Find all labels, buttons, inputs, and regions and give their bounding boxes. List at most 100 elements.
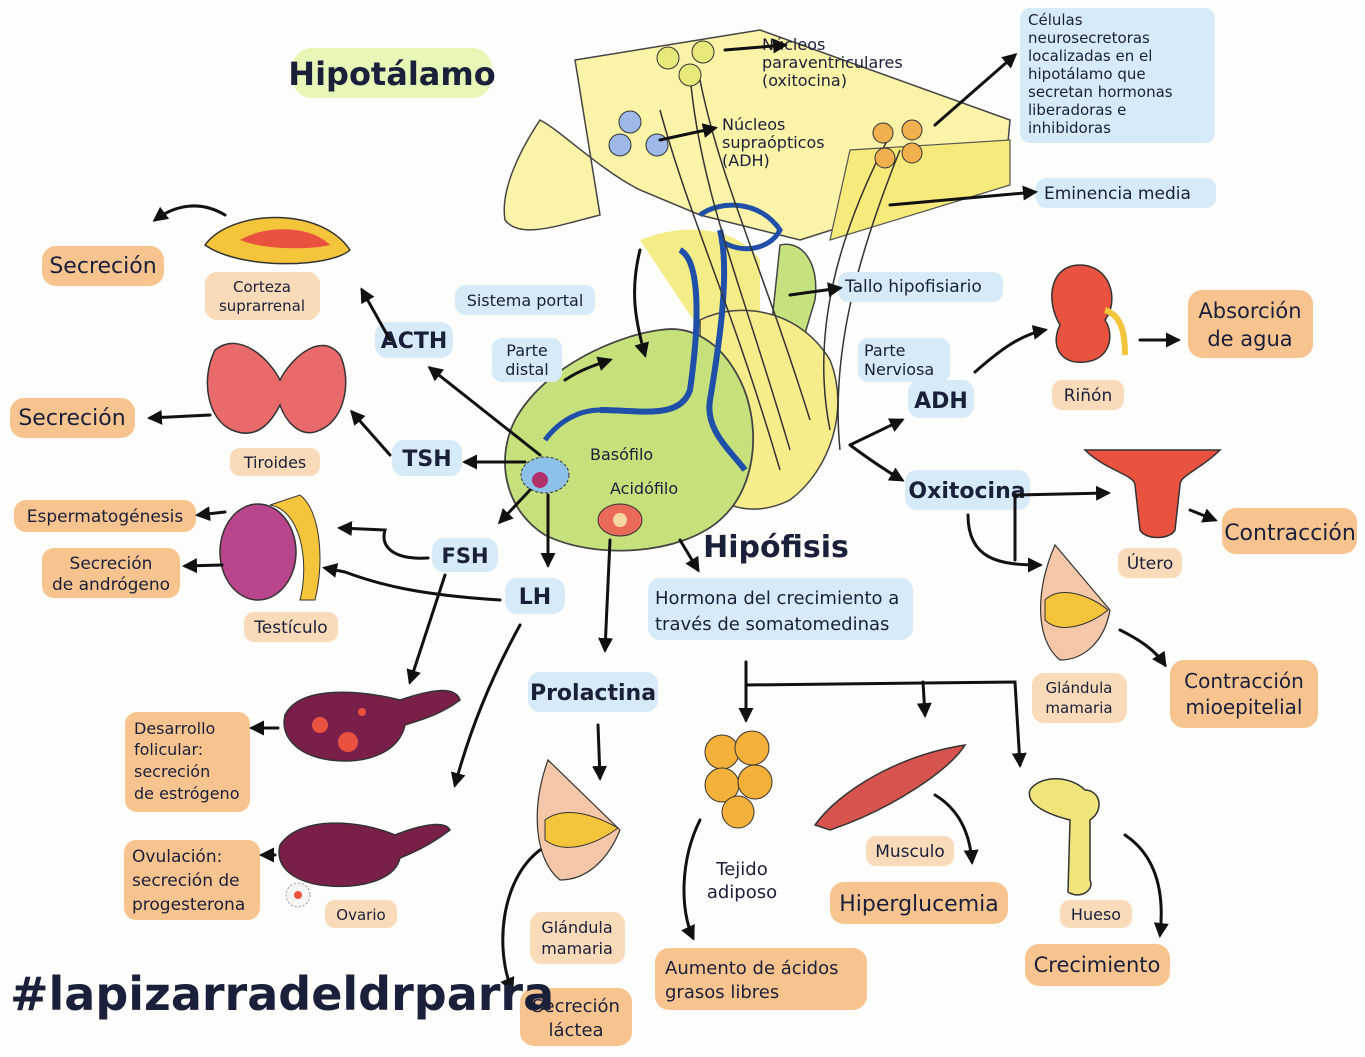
testis-illustration — [220, 495, 320, 600]
acidophil-label: Acidófilo — [610, 479, 678, 498]
hyperglycemia-label: Hiperglucemia — [830, 882, 1008, 924]
muscle-label: Musculo — [866, 836, 954, 866]
svg-text:Riñón: Riñón — [1064, 386, 1113, 406]
mammary-bottom-label: Glándula mamaria — [530, 912, 625, 964]
uterus-label: Útero — [1118, 548, 1182, 578]
pars-distalis-label: Parte distal — [492, 338, 562, 382]
water-absorption-label: Absorción de agua — [1188, 290, 1313, 358]
spermatogenesis-label: Espermatogénesis — [14, 500, 196, 532]
svg-text:Crecimiento: Crecimiento — [1034, 953, 1161, 977]
muscle-illustration — [815, 745, 965, 830]
fatty-acids-label: Aumento de ácidos grasos libres — [655, 948, 867, 1010]
prolactin-badge: Prolactina — [528, 672, 658, 712]
svg-text:localizadas en el: localizadas en el — [1028, 47, 1152, 65]
svg-text:inhibidoras: inhibidoras — [1028, 119, 1111, 137]
svg-text:de agua: de agua — [1207, 327, 1292, 351]
portal-label: Sistema portal — [455, 285, 595, 315]
svg-text:Tejido: Tejido — [715, 859, 767, 880]
svg-text:Testículo: Testículo — [253, 618, 327, 638]
svg-text:Prolactina: Prolactina — [530, 681, 656, 706]
svg-text:(ADH): (ADH) — [722, 151, 770, 170]
follicular-label: Desarrollo folicular: secreción de estró… — [125, 712, 250, 812]
svg-text:LH: LH — [519, 585, 551, 610]
svg-text:de andrógeno: de andrógeno — [52, 575, 170, 595]
tsh-badge: TSH — [392, 440, 462, 476]
basophil-cell — [521, 457, 569, 493]
acth-badge: ACTH — [375, 322, 453, 358]
svg-text:Tiroides: Tiroides — [243, 453, 307, 472]
ovary-label: Ovario — [325, 900, 397, 928]
growth-label: Crecimiento — [1025, 944, 1170, 986]
svg-text:Núcleos: Núcleos — [762, 35, 825, 54]
svg-text:grasos libres: grasos libres — [665, 982, 779, 1003]
svg-text:Eminencia media: Eminencia media — [1044, 184, 1191, 204]
svg-text:Sistema portal: Sistema portal — [467, 291, 584, 310]
svg-text:Hormona del crecimiento a: Hormona del crecimiento a — [655, 588, 899, 609]
svg-text:Contracción: Contracción — [1184, 669, 1304, 693]
svg-text:Hipófisis: Hipófisis — [703, 530, 849, 565]
bone-label: Hueso — [1060, 900, 1132, 928]
svg-text:Glándula: Glándula — [541, 918, 612, 937]
svg-text:Útero: Útero — [1127, 552, 1174, 574]
svg-text:Núcleos: Núcleos — [722, 115, 785, 134]
svg-text:Secreción: Secreción — [18, 406, 125, 431]
svg-text:Contracción: Contracción — [1224, 521, 1356, 546]
fsh-badge: FSH — [432, 538, 498, 572]
svg-text:Ovario: Ovario — [336, 906, 385, 924]
mammary-right-illustration — [1041, 545, 1110, 660]
svg-text:TSH: TSH — [402, 447, 451, 472]
pituitary-title: Hipófisis — [703, 530, 849, 565]
ovary-ovulation-illustration — [279, 823, 450, 907]
androgen-label: Secreción de andrógeno — [42, 548, 180, 598]
svg-text:FSH: FSH — [441, 544, 488, 568]
bone-illustration — [1029, 779, 1099, 895]
adh-badge: ADH — [908, 380, 974, 418]
hypothalamus-title: Hipotálamo — [288, 48, 495, 98]
svg-text:Glándula: Glándula — [1046, 679, 1113, 697]
adipose-label: Tejido adiposo — [707, 859, 777, 903]
secretion-thyroid-label: Secreción — [10, 398, 135, 438]
basophil-label: Basófilo — [590, 445, 653, 464]
svg-text:Hipotálamo: Hipotálamo — [288, 55, 495, 93]
svg-text:ACTH: ACTH — [381, 329, 448, 354]
thyroid-label: Tiroides — [230, 448, 320, 476]
svg-text:Ovulación:: Ovulación: — [132, 847, 222, 867]
svg-text:Corteza: Corteza — [233, 278, 291, 296]
adrenal-illustration — [205, 218, 350, 264]
svg-text:través de somatomedinas: través de somatomedinas — [655, 614, 889, 635]
thyroid-illustration — [207, 343, 345, 433]
adipose-illustration — [705, 731, 772, 828]
svg-text:Espermatogénesis: Espermatogénesis — [27, 507, 184, 527]
hashtag-signature: #lapizarradeldrparra — [10, 967, 554, 1021]
svg-text:mamaria: mamaria — [541, 939, 613, 958]
mammary-bottom-illustration — [537, 760, 620, 880]
svg-text:Nerviosa: Nerviosa — [864, 360, 934, 379]
svg-text:de estrógeno: de estrógeno — [134, 784, 239, 803]
median-eminence-label: Eminencia media — [1036, 178, 1216, 208]
svg-text:neurosecretoras: neurosecretoras — [1028, 29, 1150, 47]
svg-text:adiposo: adiposo — [707, 882, 777, 903]
svg-text:#lapizarradeldrparra: #lapizarradeldrparra — [10, 967, 554, 1021]
svg-text:secreción: secreción — [134, 762, 210, 781]
myoepithelial-label: Contracción mioepitelial — [1170, 660, 1318, 728]
svg-text:Secreción: Secreción — [70, 554, 153, 574]
svg-text:secreción de: secreción de — [132, 871, 240, 891]
adrenal-label: Corteza suprarrenal — [205, 272, 320, 320]
gh-label: Hormona del crecimiento a través de soma… — [648, 578, 913, 640]
svg-text:supraópticos: supraópticos — [722, 133, 825, 152]
contraction-label: Contracción — [1222, 508, 1357, 554]
svg-text:Tallo hipofisiario: Tallo hipofisiario — [844, 277, 982, 297]
svg-text:folicular:: folicular: — [134, 740, 203, 759]
kidney-illustration — [1052, 265, 1125, 362]
svg-text:ADH: ADH — [914, 389, 968, 414]
svg-text:Secreción: Secreción — [49, 254, 156, 279]
svg-text:suprarrenal: suprarrenal — [219, 297, 305, 315]
pars-nervosa-label: Parte Nerviosa — [858, 338, 950, 382]
svg-text:Musculo: Musculo — [875, 842, 945, 862]
svg-text:hipotálamo que: hipotálamo que — [1028, 65, 1146, 83]
svg-text:Hueso: Hueso — [1071, 905, 1121, 924]
svg-text:paraventriculares: paraventriculares — [762, 53, 903, 72]
svg-text:progesterona: progesterona — [132, 895, 245, 915]
neurosecretory-label: Células neurosecretoras localizadas en e… — [1020, 8, 1215, 143]
